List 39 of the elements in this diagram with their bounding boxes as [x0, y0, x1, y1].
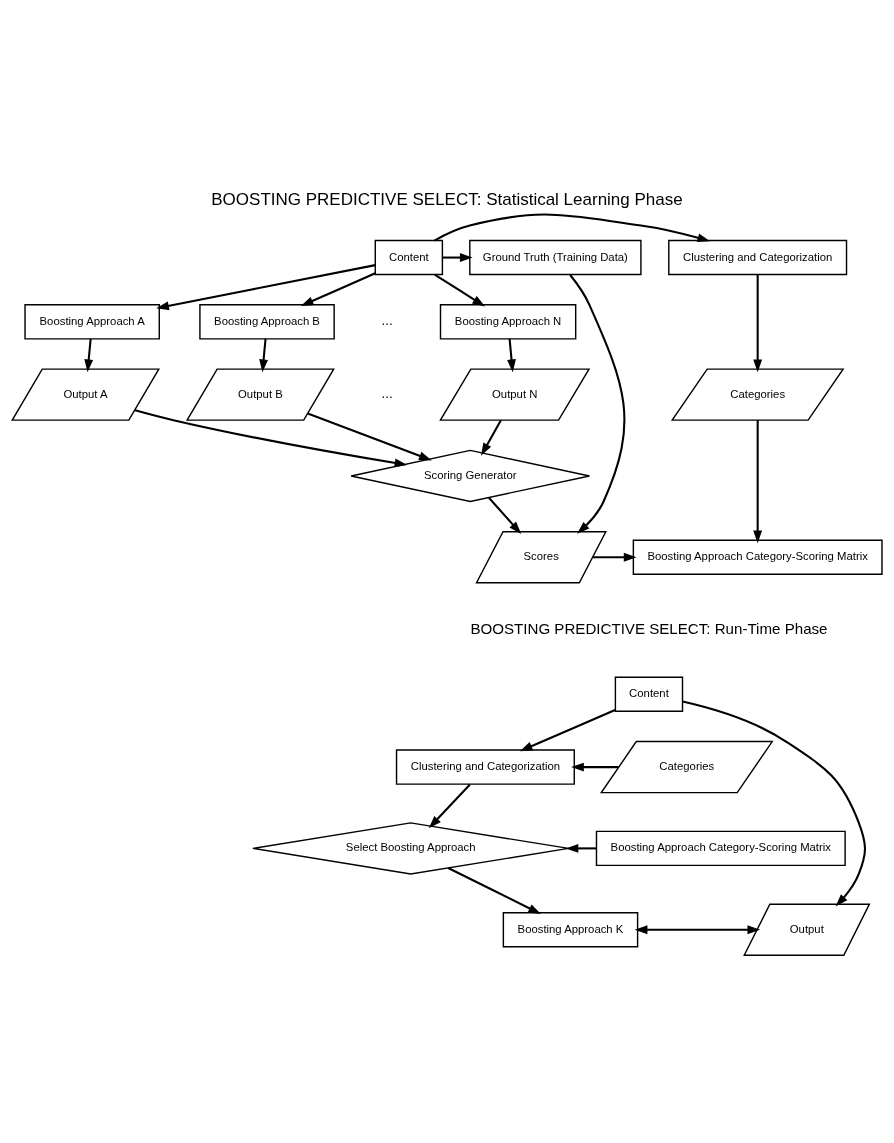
- node-box: Boosting Approach A: [24, 304, 160, 340]
- arrow: [156, 264, 376, 311]
- arrow: [753, 274, 763, 373]
- arrow: [507, 338, 516, 373]
- arrow: [569, 274, 626, 534]
- node-box: Clustering and Categorization: [395, 749, 575, 785]
- arrow: [434, 273, 486, 307]
- arrow: [442, 253, 473, 262]
- arrow: [447, 867, 541, 915]
- arrow: [488, 497, 522, 534]
- arrow: [84, 338, 94, 373]
- arrow: [592, 552, 637, 562]
- arrow: [753, 420, 763, 544]
- arrow: [300, 272, 376, 307]
- node-box: Boosting Approach B: [199, 304, 335, 340]
- diagram-title: BOOSTING PREDICTIVE SELECT: Statistical Learning Phase: [211, 190, 683, 210]
- node-box: Ground Truth (Training Data): [469, 239, 642, 276]
- arrow: [634, 925, 761, 935]
- node-box: Content: [614, 676, 684, 713]
- node-box: Boosting Approach N: [439, 304, 577, 340]
- arrow: [519, 709, 616, 752]
- node-box: Clustering and Categorization: [668, 239, 848, 276]
- label: ...: [381, 313, 393, 329]
- node-box: Boosting Approach Category-Scoring Matrix: [595, 830, 846, 867]
- arrow: [307, 412, 432, 461]
- label: ...: [381, 386, 393, 402]
- arrow: [134, 409, 408, 468]
- arrow: [565, 843, 597, 853]
- node-diamond: Select Boosting Approach: [252, 822, 570, 875]
- arrow: [682, 700, 867, 907]
- arrow: [433, 213, 711, 243]
- label: BOOSTING PREDICTIVE SELECT: Run-Time Phase: [470, 619, 828, 637]
- arrow: [481, 419, 502, 456]
- arrow: [428, 783, 471, 829]
- node-box: Content: [374, 239, 444, 276]
- node-box: Boosting Approach K: [502, 911, 639, 948]
- arrow: [571, 762, 619, 772]
- node-box: Boosting Approach Category-Scoring Matrix: [632, 539, 883, 575]
- arrow: [259, 338, 269, 373]
